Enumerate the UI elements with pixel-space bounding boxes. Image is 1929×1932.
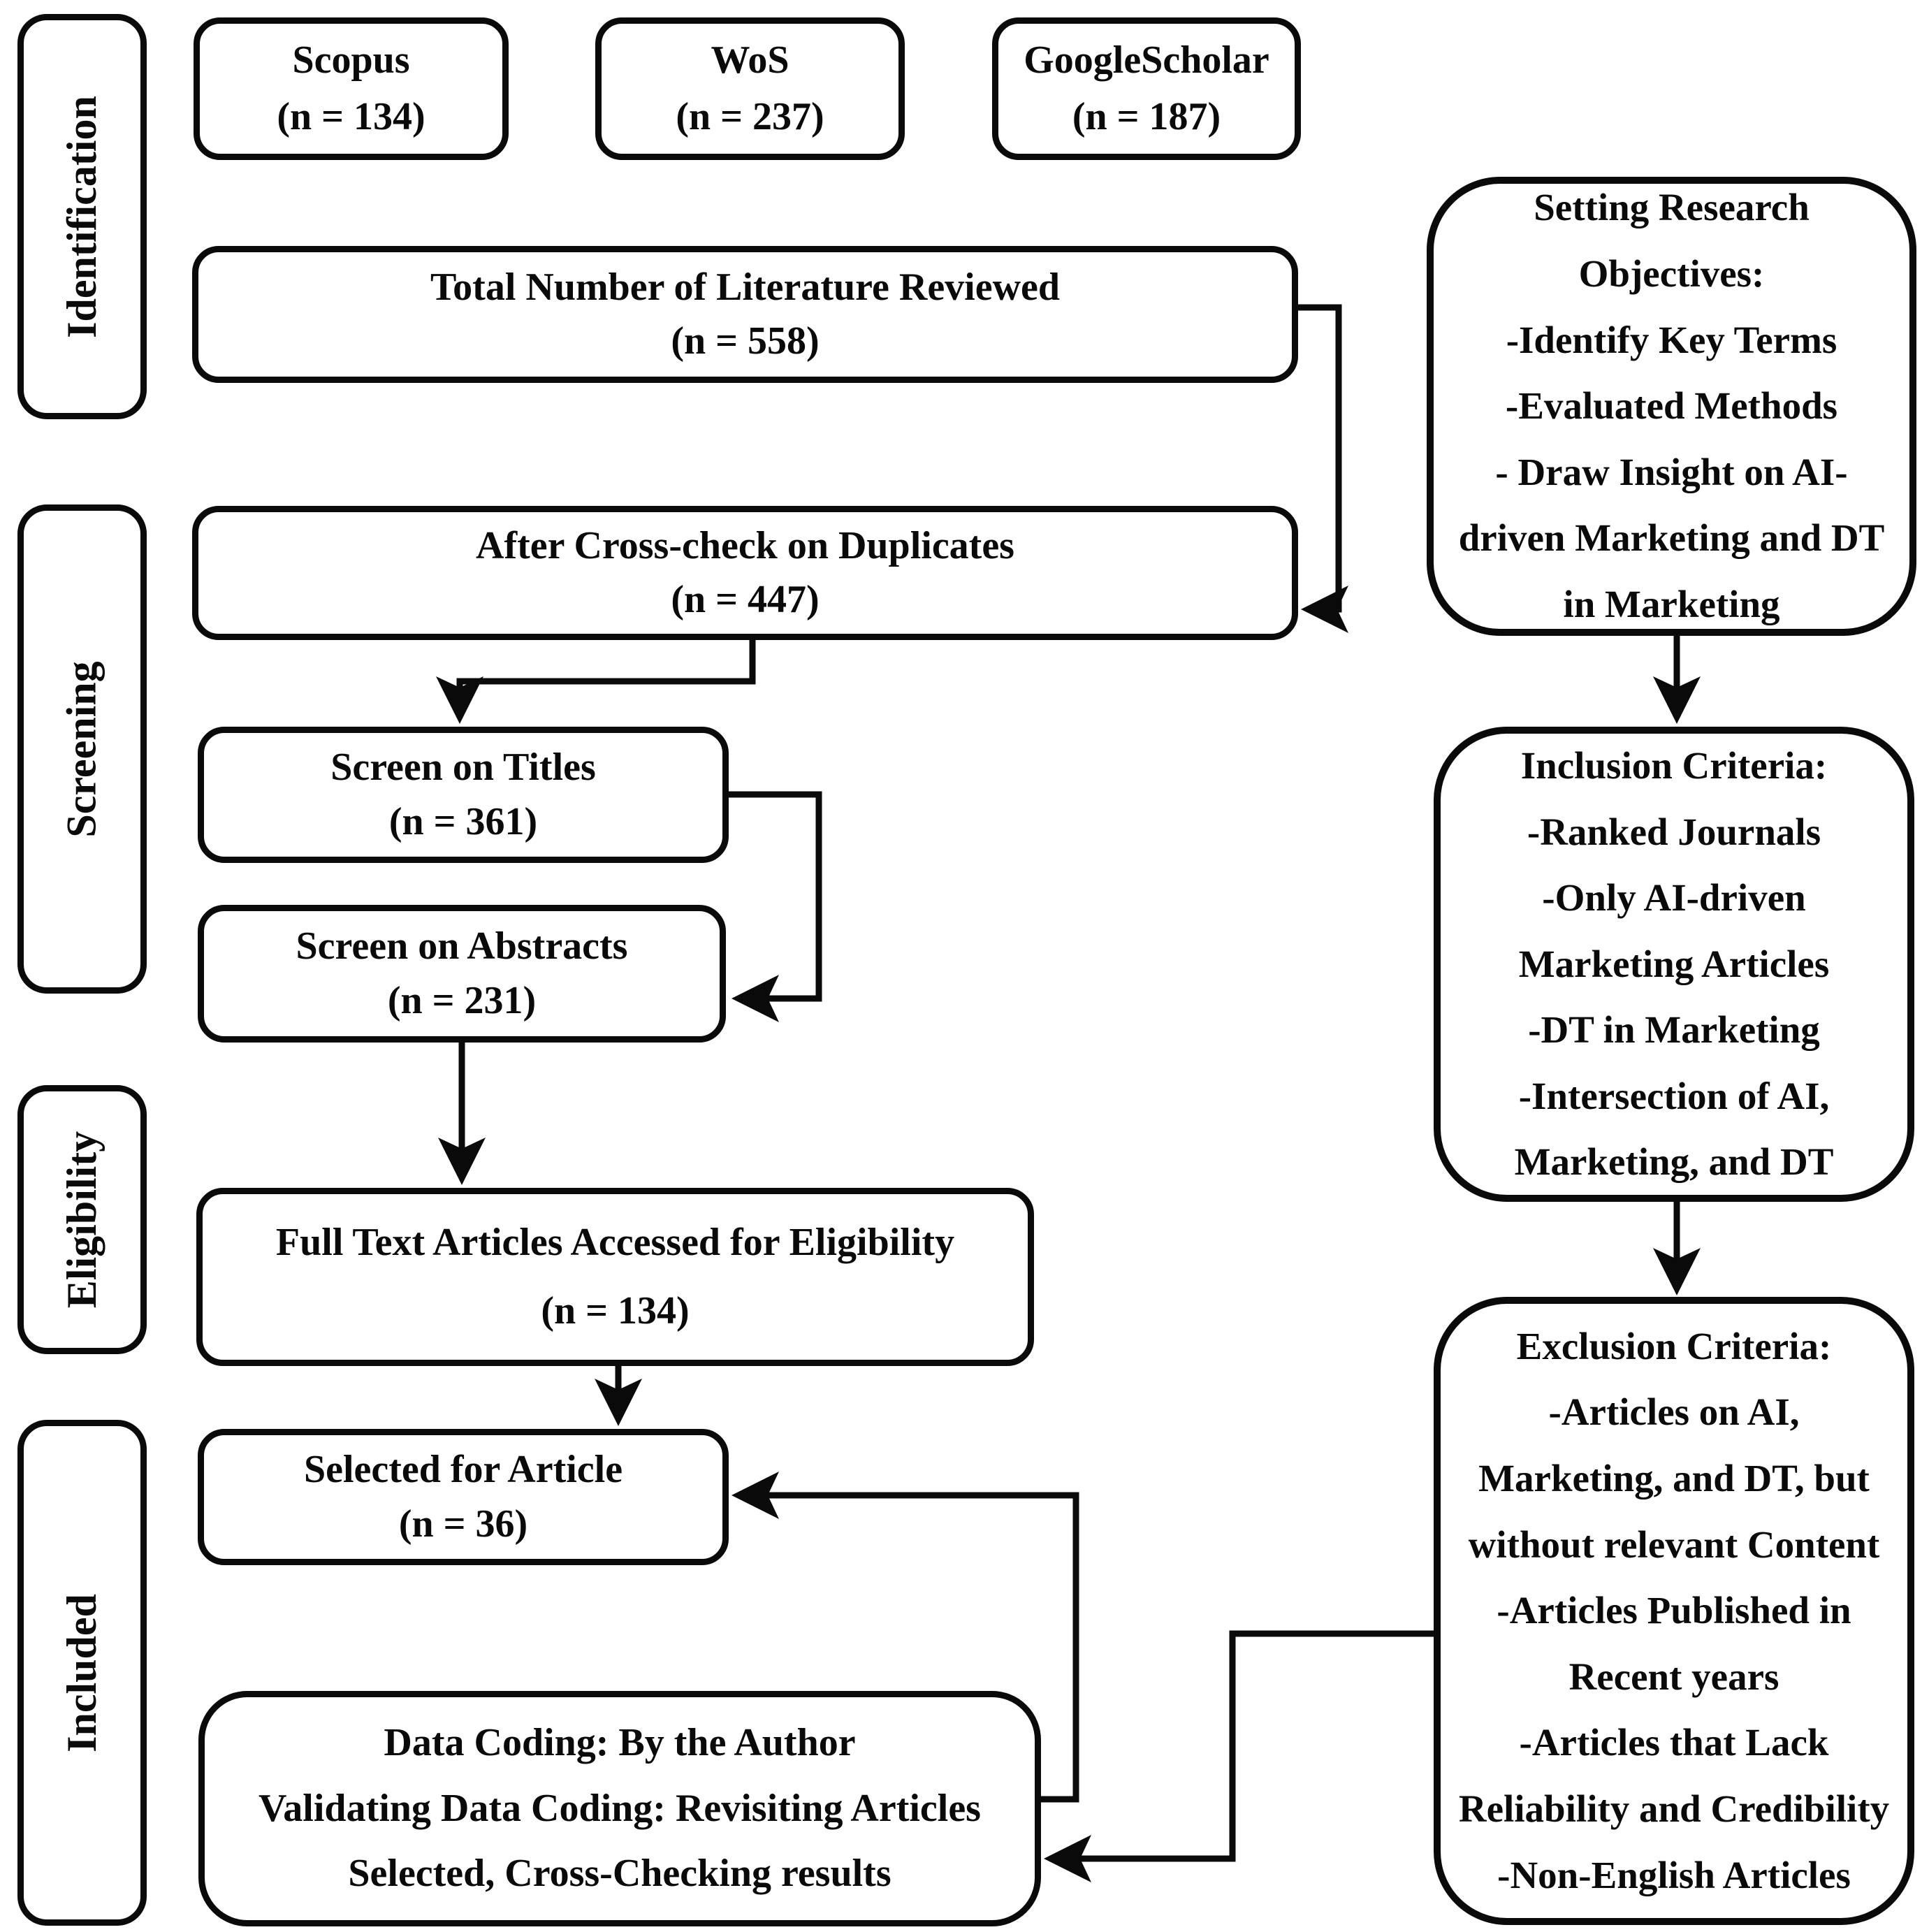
wos-count: (n = 237) — [676, 94, 824, 138]
objectives-line: - Draw Insight on AI- — [1495, 450, 1848, 493]
objectives-line: driven Marketing and DT — [1458, 516, 1885, 560]
google-scholar-label: GoogleScholar — [1024, 38, 1269, 82]
stage-label-included: Included — [59, 1593, 105, 1752]
inclusion-line: -DT in Marketing — [1528, 1008, 1820, 1052]
box-selected-article: Selected for Article (n = 36) — [198, 1429, 729, 1565]
arrowhead-into-selected-right — [731, 1472, 779, 1519]
box-research-objectives: Setting Research Objectives: -Identify K… — [1427, 177, 1916, 636]
arrowhead-into-inclusion — [1653, 676, 1701, 724]
arrowhead-into-selected-top — [595, 1379, 642, 1426]
stage-identification: Identification — [17, 14, 147, 419]
arrowhead-into-coding — [1044, 1835, 1091, 1882]
titles-label: Screen on Titles — [330, 746, 596, 790]
exclusion-line: -Articles that Lack — [1519, 1721, 1829, 1764]
selected-label: Selected for Article — [303, 1448, 623, 1492]
coding-line3: Selected, Cross-Checking results — [348, 1852, 891, 1896]
box-data-coding: Data Coding: By the Author Validating Da… — [198, 1691, 1041, 1926]
wos-label: WoS — [711, 38, 789, 82]
connector-coding-to-selected — [768, 1492, 1079, 1803]
box-inclusion-criteria: Inclusion Criteria: -Ranked Journals -On… — [1434, 727, 1914, 1202]
arrowhead-into-abstracts — [731, 975, 779, 1022]
objectives-line: in Marketing — [1563, 582, 1780, 625]
arrowhead-into-fulltext — [438, 1138, 486, 1185]
box-after-duplicates: After Cross-check on Duplicates (n = 447… — [192, 506, 1298, 640]
connector-titles-to-abstracts — [729, 791, 822, 1002]
titles-count: (n = 361) — [388, 799, 538, 843]
inclusion-line: -Only AI-driven — [1542, 876, 1806, 920]
exclusion-line: Reliability and Credibility — [1458, 1787, 1890, 1830]
abstracts-count: (n = 231) — [387, 978, 537, 1022]
connector-total-to-duplicates — [1298, 304, 1342, 613]
objectives-line: -Evaluated Methods — [1505, 384, 1838, 428]
box-screen-abstracts: Screen on Abstracts (n = 231) — [198, 905, 726, 1043]
box-wos: WoS (n = 237) — [595, 17, 905, 160]
objectives-line: -Identify Key Terms — [1506, 318, 1837, 361]
arrowhead-into-exclusion — [1653, 1248, 1701, 1295]
scopus-label: Scopus — [292, 38, 410, 82]
exclusion-line: Exclusion Criteria: — [1516, 1324, 1832, 1367]
google-scholar-count: (n = 187) — [1072, 94, 1221, 138]
exclusion-line: -Articles Published in — [1497, 1589, 1851, 1632]
inclusion-line: -Ranked Journals — [1527, 810, 1821, 853]
coding-line2: Validating Data Coding: Revisiting Artic… — [259, 1786, 981, 1830]
fulltext-label: Full Text Articles Accessed for Eligibil… — [275, 1221, 955, 1265]
objectives-line: Objectives: — [1578, 252, 1765, 296]
coding-line1: Data Coding: By the Author — [384, 1721, 856, 1765]
exclusion-line: without relevant Content — [1468, 1523, 1880, 1566]
duplicates-count: (n = 447) — [671, 577, 820, 621]
stage-label-eligibility: Eligibility — [59, 1131, 105, 1309]
total-label: Total Number of Literature Reviewed — [430, 265, 1061, 309]
exclusion-line: -Non-English Articles — [1497, 1853, 1851, 1896]
abstracts-label: Screen on Abstracts — [296, 924, 628, 968]
inclusion-line: -Intersection of AI, — [1518, 1074, 1830, 1117]
exclusion-line: Marketing, and DT, but — [1478, 1457, 1870, 1500]
exclusion-line: -Articles on AI, — [1548, 1390, 1800, 1434]
stage-label-screening: Screening — [59, 660, 105, 838]
duplicates-label: After Cross-check on Duplicates — [476, 524, 1014, 568]
connector-exclusion-to-coding — [1080, 1630, 1434, 1862]
stage-eligibility: Eligibility — [17, 1085, 147, 1354]
arrowhead-into-duplicates — [1301, 586, 1348, 633]
arrowhead-into-titles — [436, 676, 483, 724]
inclusion-line: Marketing, and DT — [1514, 1140, 1834, 1184]
selected-count: (n = 36) — [398, 1502, 528, 1546]
box-total-literature: Total Number of Literature Reviewed (n =… — [192, 246, 1298, 383]
box-screen-titles: Screen on Titles (n = 361) — [198, 727, 729, 863]
fulltext-count: (n = 134) — [541, 1288, 690, 1332]
box-fulltext-eligibility: Full Text Articles Accessed for Eligibil… — [196, 1188, 1034, 1366]
inclusion-line: Marketing Articles — [1518, 942, 1830, 985]
scopus-count: (n = 134) — [277, 94, 425, 138]
exclusion-line: Recent years — [1568, 1655, 1779, 1698]
stage-screening: Screening — [17, 504, 147, 994]
box-scopus: Scopus (n = 134) — [194, 17, 509, 160]
objectives-line: Setting Research — [1534, 186, 1810, 229]
box-exclusion-criteria: Exclusion Criteria: -Articles on AI, Mar… — [1434, 1297, 1914, 1925]
total-count: (n = 558) — [671, 319, 820, 363]
box-google-scholar: GoogleScholar (n = 187) — [992, 17, 1301, 160]
connector-duplicates-to-titles — [456, 640, 756, 688]
inclusion-line: Inclusion Criteria: — [1520, 743, 1828, 787]
stage-included: Included — [17, 1420, 147, 1926]
stage-label-identification: Identification — [59, 95, 105, 338]
